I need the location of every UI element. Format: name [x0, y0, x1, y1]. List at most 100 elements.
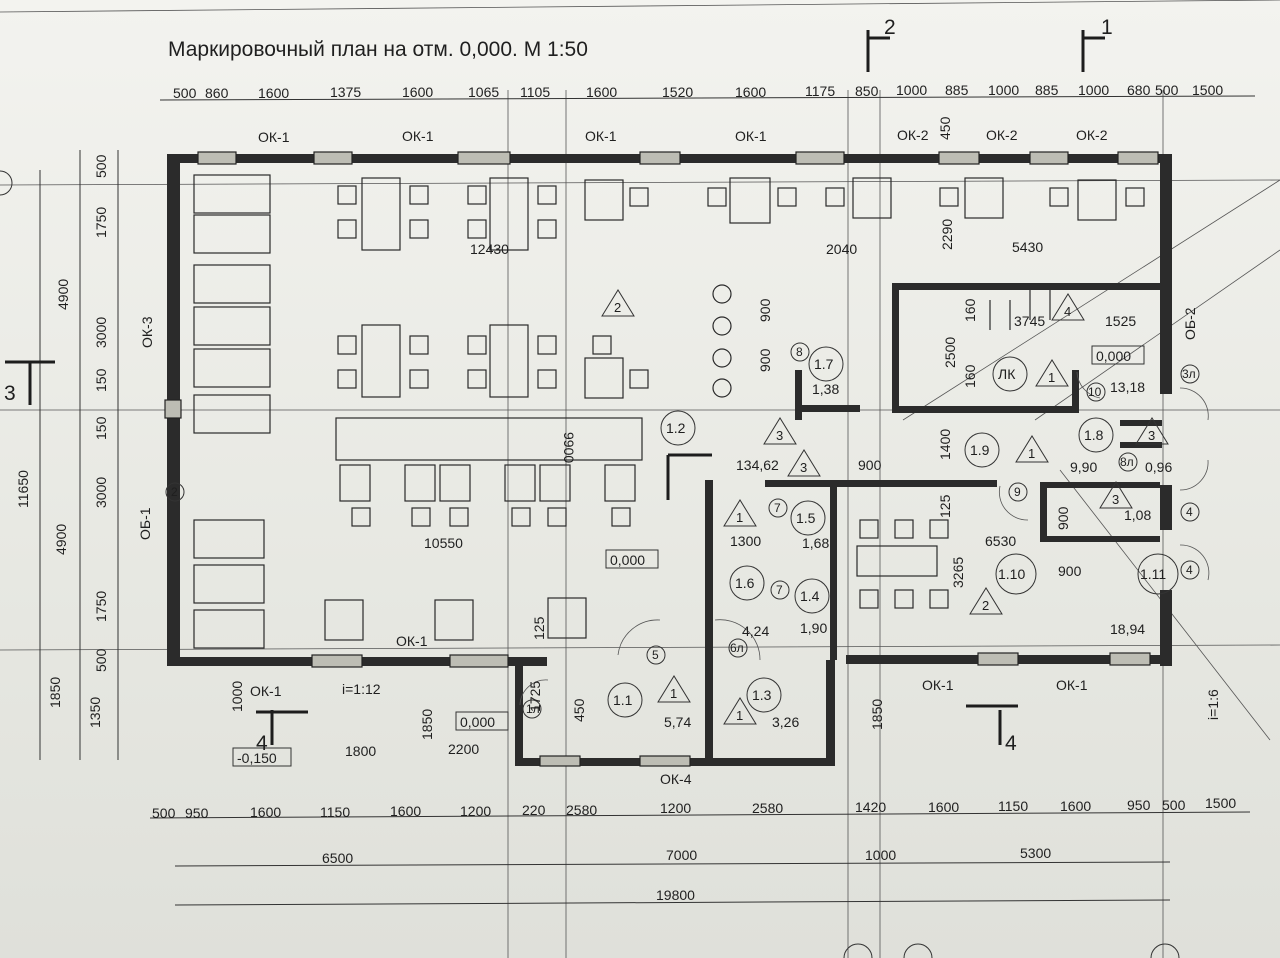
- dim-bot-2: 950: [185, 805, 209, 821]
- cut-label-4b: 4: [1005, 732, 1017, 755]
- room-1-4: 1.4: [800, 588, 820, 604]
- slope-label: i=1:6: [1205, 689, 1221, 720]
- dims-top: 500 860 1600 1375 1600 1065 1105 1600 15…: [173, 82, 1223, 101]
- room-1-3: 1.3: [752, 687, 772, 703]
- cut-label-2: 2: [884, 16, 896, 39]
- window-label-ok2-a: ОК-2: [897, 127, 929, 143]
- dim-in-900e: 900: [1055, 506, 1071, 530]
- room-1-10: 1.10: [998, 566, 1025, 582]
- area-1-11: 18,94: [1110, 621, 1145, 637]
- window-labels: ОК-1 ОК-1 ОК-1 ОК-1 ОК-2 ОК-2 ОК-2 ОК-1 …: [137, 127, 1198, 787]
- dim-left-inner-5: 150: [93, 416, 109, 440]
- dim-top-20: 1500: [1192, 82, 1223, 98]
- dim-entr-7: 1850: [869, 699, 885, 730]
- dim-top-6: 1065: [468, 84, 499, 100]
- dim-in-1525: 1525: [1105, 313, 1136, 329]
- area-1-4: 1,90: [800, 620, 827, 636]
- dim-top-12: 850: [855, 83, 879, 99]
- dim-left-inner-10: 1350: [87, 697, 103, 728]
- dim-bot-16: 500: [1162, 797, 1186, 813]
- dim-entr-4: 1850: [419, 709, 435, 740]
- dim-entr-5: 1725: [527, 681, 543, 712]
- tri-1d: 1: [1048, 370, 1055, 385]
- door-7b: 7: [776, 583, 783, 597]
- doors: [519, 371, 1210, 706]
- door-2: 2: [171, 485, 178, 499]
- room-1-11: 1.11: [1140, 566, 1166, 582]
- door-5: 5: [652, 648, 659, 662]
- dim-top-18: 680: [1127, 82, 1151, 98]
- tri-1b: 1: [670, 686, 677, 701]
- dim-total: 19800: [656, 887, 695, 903]
- dim-in-900b: 900: [757, 348, 773, 372]
- area-1-1: 5,74: [664, 714, 691, 730]
- tri-4: 4: [1064, 304, 1071, 319]
- door-3l: 3л: [1182, 367, 1196, 381]
- door-labels: 1л 2 4 4 5 6л 7 7 8 8л 9 10 3л: [171, 345, 1196, 716]
- dim-top-13: 1000: [896, 82, 927, 98]
- dims-inner: 12430 2040 5430 2290 3745 1525 9900 900 …: [424, 116, 1136, 640]
- window-label-ok1-a: ОК-1: [258, 129, 290, 145]
- room-1-1: 1.1: [613, 692, 633, 708]
- dim-left-inner-3: 3000: [93, 317, 109, 348]
- ramp-labels: i=1:12 i=1:6: [342, 681, 1221, 720]
- dim-left-inner-1: 500: [93, 154, 109, 178]
- dim-bot-14: 1600: [1060, 798, 1091, 814]
- window-label-ok1-g: ОК-1: [922, 677, 954, 693]
- level-hall: 0,000: [610, 552, 645, 568]
- tri-1c: 1: [1028, 446, 1035, 461]
- dim-in-1300: 1300: [730, 533, 761, 549]
- dim-in-3745: 3745: [1014, 313, 1045, 329]
- dim-left-inner-6: 3000: [93, 477, 109, 508]
- dim-top-1: 500: [173, 85, 197, 101]
- cut-label-3: 3: [4, 382, 16, 405]
- dim-in-12430: 12430: [470, 241, 509, 257]
- dim-entr-6: 450: [571, 698, 587, 722]
- dim-entr-2: 1800: [345, 743, 376, 759]
- window-label-ok1-c: ОК-1: [585, 128, 617, 144]
- axis-bubbles: [0, 170, 1180, 958]
- dim-in-1400: 1400: [937, 429, 953, 460]
- furniture: [193, 174, 1145, 649]
- dim-top-2: 860: [205, 85, 229, 101]
- dim-top-4: 1375: [330, 84, 361, 100]
- dim-bot2-4: 5300: [1020, 845, 1051, 861]
- plan-title: Маркировочный план на отм. 0,000. М 1:50: [168, 38, 588, 61]
- room-markers: [607, 346, 1179, 718]
- level-outside: -0,150: [237, 750, 277, 766]
- level-stair: 0,000: [1096, 348, 1131, 364]
- dims-bottom: 500 950 1600 1150 1600 1200 220 2580 120…: [152, 795, 1236, 903]
- dim-bot-8: 2580: [566, 802, 597, 818]
- dim-bot-6: 1200: [460, 803, 491, 819]
- dim-bot2-2: 7000: [666, 847, 697, 863]
- door-7a: 7: [774, 501, 781, 515]
- window-label-ob1: ОБ-1: [137, 507, 153, 540]
- dim-left-inner-2: 1750: [93, 207, 109, 238]
- stair-mark: ЛК: [998, 366, 1016, 382]
- window-label-ok1-d: ОК-1: [735, 128, 767, 144]
- dim-bot-10: 2580: [752, 800, 783, 816]
- dim-bot-5: 1600: [390, 803, 421, 819]
- dim-top-19: 500: [1155, 82, 1179, 98]
- tri-1a: 1: [736, 510, 743, 525]
- dim-in-160b: 160: [962, 364, 978, 388]
- dim-top-17: 1000: [1078, 82, 1109, 98]
- level-marks: [232, 345, 1145, 767]
- area-1-6: 4,24: [742, 623, 769, 639]
- window-label-ok4: ОК-4: [660, 771, 692, 787]
- door-8l: 8л: [1120, 455, 1134, 469]
- dim-bot-4: 1150: [320, 804, 350, 820]
- tri-3a: 3: [776, 428, 783, 443]
- window-label-ok1-e: ОК-1: [250, 683, 282, 699]
- window-label-ok3: ОК-3: [139, 316, 155, 348]
- dim-left-inner-9: 1850: [47, 677, 63, 708]
- tri-2b: 2: [982, 598, 989, 613]
- room-1-6: 1.6: [735, 575, 755, 591]
- dim-left-outer-1: 4900: [55, 279, 71, 310]
- dim-left-inner-8: 500: [93, 648, 109, 672]
- door-4a: 4: [1186, 505, 1193, 519]
- window-label-ok2-b: ОК-2: [986, 127, 1018, 143]
- dim-in-9900: 9900: [561, 432, 577, 463]
